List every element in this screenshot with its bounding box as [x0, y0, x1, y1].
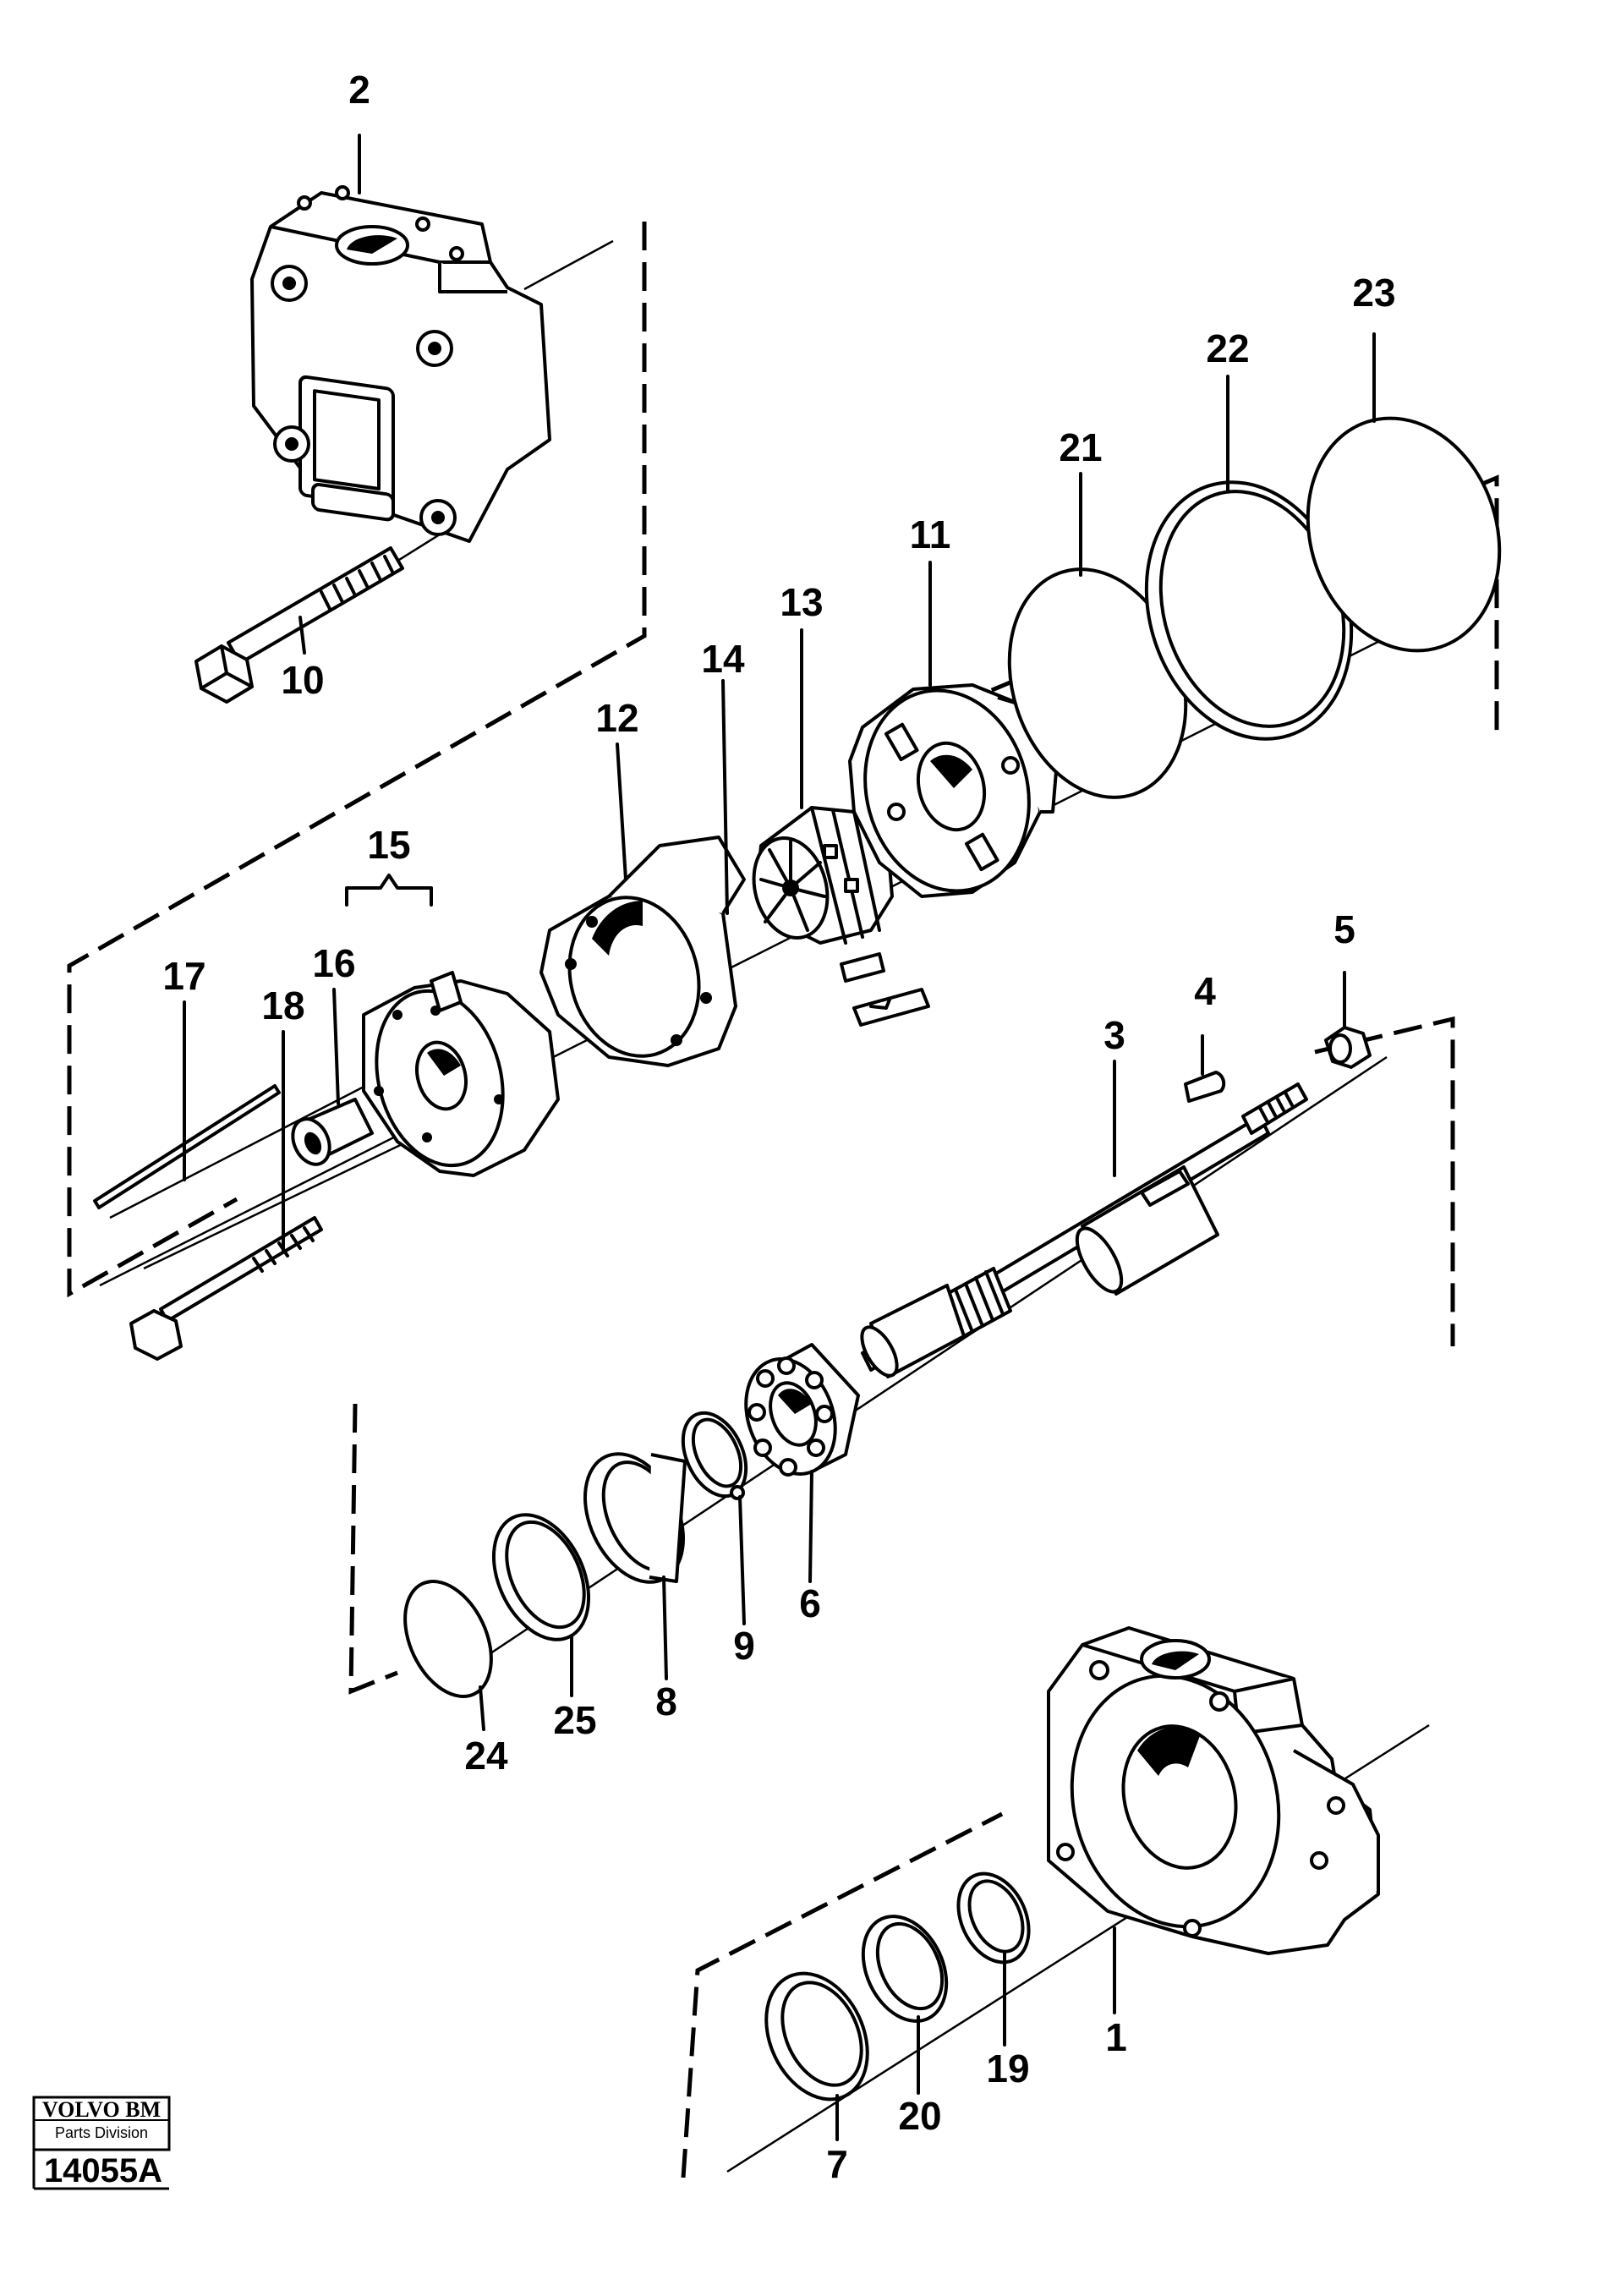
callout-16: 16	[312, 941, 355, 985]
callout-7: 7	[826, 2142, 848, 2186]
part-22-backup-ring	[1144, 480, 1354, 741]
axis-cover	[523, 239, 614, 291]
part-1-housing	[1047, 1626, 1380, 1955]
callout-11: 11	[910, 512, 951, 556]
callout-13: 13	[780, 580, 823, 624]
callout-20: 20	[898, 2094, 941, 2138]
part-2-cover	[250, 185, 551, 543]
callout-10: 10	[281, 658, 324, 702]
part-24-o-ring	[403, 1580, 493, 1698]
boundary-upper	[67, 222, 647, 1298]
part-8-seal-carrier	[583, 1452, 687, 1584]
callout-23: 23	[1352, 271, 1395, 315]
callout-17: 17	[162, 954, 205, 998]
part-14-vane	[840, 952, 930, 1027]
callout-1: 1	[1105, 2015, 1127, 2059]
part-5-nut	[1324, 1026, 1372, 1069]
callout-2: 2	[348, 68, 370, 112]
leader-lines	[183, 134, 1376, 2141]
part-15-end-plate	[362, 971, 560, 1177]
part-17-pin	[93, 1084, 281, 1209]
callout-18: 18	[261, 984, 304, 1027]
part-13-rotor	[752, 806, 894, 945]
callout-25: 25	[553, 1698, 596, 1742]
stamp-division: Parts Division	[55, 2124, 148, 2141]
callout-19: 19	[986, 2047, 1029, 2091]
callout-4: 4	[1194, 969, 1216, 1013]
part-25-shaft-seal	[491, 1513, 591, 1641]
volvo-parts-stamp: VOLVO BM Parts Division 14055A	[32, 2096, 171, 2190]
part-4-key	[1184, 1071, 1226, 1103]
boundary-lower	[681, 1811, 1004, 2178]
part-11-side-plate	[848, 683, 1059, 898]
boundary-middle	[348, 1403, 398, 1695]
callout-24: 24	[464, 1734, 508, 1778]
callout-15: 15	[367, 823, 410, 867]
part-6-bearing	[744, 1343, 860, 1477]
callout-14: 14	[701, 637, 745, 681]
callout-labels: 2 10 14 13 11 21 22 23 12 15 16 17 18 4 …	[162, 68, 1395, 2186]
part-7-seal	[764, 1971, 869, 2101]
stamp-code: 14055A	[44, 2152, 162, 2189]
stamp-brand: VOLVO BM	[42, 2097, 161, 2122]
callout-21: 21	[1059, 425, 1102, 469]
part-16-bushing	[291, 1098, 374, 1166]
callout-12: 12	[595, 696, 638, 740]
part-23-o-ring	[1306, 416, 1502, 653]
callout-9: 9	[733, 1624, 755, 1668]
part-10-cap-screw	[194, 546, 404, 704]
callout-5: 5	[1333, 907, 1355, 951]
part-12-cam-ring	[539, 836, 746, 1067]
part-3-drive-shaft	[860, 1082, 1308, 1378]
axis-pin-17	[109, 1081, 373, 1219]
callout-6: 6	[799, 1581, 821, 1625]
axis-shaft	[439, 1055, 1388, 1689]
callout-22: 22	[1206, 326, 1249, 370]
callout-3: 3	[1103, 1013, 1125, 1057]
part-19-ring	[956, 1871, 1031, 1964]
stamp-box	[32, 2096, 171, 2151]
part-20-ring	[861, 1915, 949, 2023]
boundary-middle-right	[1314, 1016, 1455, 1346]
part-18-bolt	[129, 1216, 323, 1361]
part-9-snap-ring	[681, 1411, 748, 1500]
callout-8: 8	[655, 1680, 677, 1723]
